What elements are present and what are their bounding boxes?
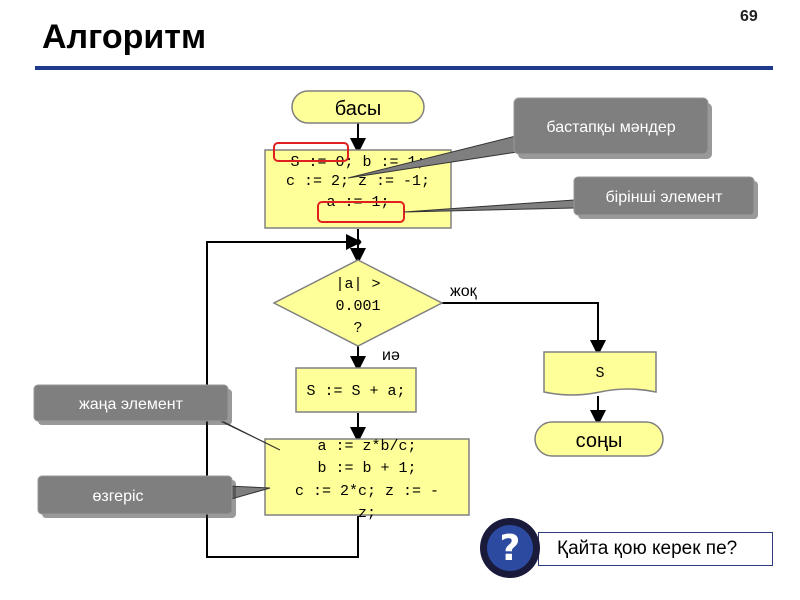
- question-icon[interactable]: ?: [480, 518, 540, 578]
- callout-change-text: өзгеріс: [92, 488, 143, 505]
- yes-label: иә: [382, 347, 400, 364]
- start-terminal: басы: [291, 90, 425, 124]
- sum-label: S := S + a;: [306, 383, 405, 400]
- update-line-3: c := 2*c; z := -: [295, 483, 439, 500]
- update-line-4: z;: [358, 505, 376, 522]
- initial-values-highlight: [273, 142, 349, 162]
- output-label: S: [595, 365, 604, 382]
- condition-line-1: |a| >: [335, 276, 380, 293]
- update-line-2: b := b + 1;: [317, 460, 416, 477]
- page-number: 69: [740, 8, 758, 25]
- condition-line-3: ?: [353, 320, 362, 337]
- page-title: Алгоритм: [42, 18, 207, 56]
- init-line-2: c := 2; z := -1;: [286, 173, 430, 190]
- condition-line-2: 0.001: [335, 298, 380, 315]
- junction-dot: [355, 239, 361, 245]
- callout-change: өзгеріс: [37, 475, 271, 518]
- end-label: соңы: [576, 430, 623, 452]
- update-block: a := z*b/c; b := b + 1; c := 2*c; z := -…: [264, 438, 470, 522]
- question-box[interactable]: Қайта қою керек пе?: [538, 532, 773, 566]
- end-terminal: соңы: [534, 421, 664, 457]
- start-label: басы: [335, 98, 382, 120]
- callout-initial-values-text: бастапқы мәндер: [546, 119, 675, 136]
- callout-new-element: жаңа элемент: [33, 384, 281, 451]
- decision-diamond: |a| > 0.001 ?: [272, 259, 444, 347]
- question-text: Қайта қою керек пе?: [557, 538, 738, 559]
- no-label: жоқ: [450, 283, 478, 300]
- output-block: S: [543, 351, 657, 396]
- title-underline: [35, 66, 773, 70]
- callout-first-element-text: бірінші элемент: [606, 189, 724, 206]
- sum-block: S := S + a;: [295, 367, 417, 413]
- callout-new-element-text: жаңа элемент: [79, 396, 184, 413]
- callout-initial-values: бастапқы мәндер: [347, 97, 712, 179]
- callout-first-element: бірінші элемент: [403, 176, 758, 219]
- update-line-1: a := z*b/c;: [317, 438, 416, 455]
- connectors: [206, 122, 606, 558]
